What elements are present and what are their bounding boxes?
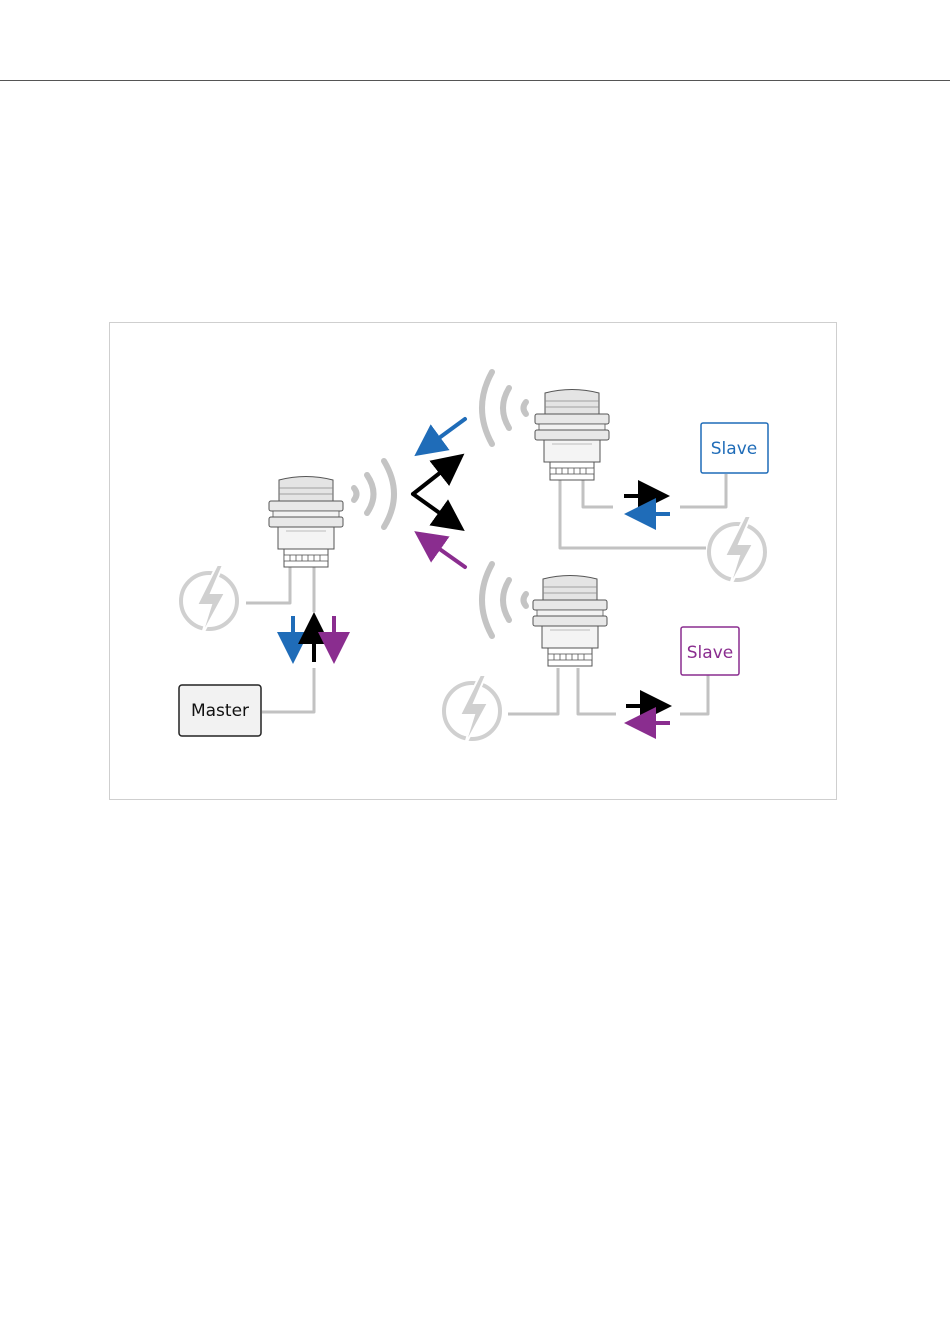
master-box: Master: [179, 685, 261, 736]
power-cable-bottom: [508, 668, 558, 714]
signal-cable-bottom-right: [680, 675, 708, 714]
wireless-gateway-device-icon: [269, 477, 343, 568]
slave-box-top: Slave: [701, 423, 768, 473]
lightning-bolt-icon: [444, 675, 500, 747]
signal-cable-master-bottom: [262, 668, 314, 712]
radio-waves-icon: [482, 372, 526, 444]
master-label: Master: [191, 701, 249, 721]
radio-waves-icon: [482, 564, 526, 636]
slave-top-label: Slave: [711, 439, 757, 459]
power-cable-master: [246, 566, 290, 603]
wireless-gateway-device-icon: [533, 576, 607, 667]
lightning-bolt-icon: [181, 565, 237, 637]
signal-cable-bottom-left: [578, 668, 616, 714]
broadcast-arrows: [413, 461, 455, 524]
slave-bottom-label: Slave: [687, 643, 733, 663]
response-arrow-purple: [424, 538, 465, 567]
signal-cable-top-right: [680, 474, 726, 507]
slave-box-bottom: Slave: [681, 627, 739, 675]
response-arrow-blue: [424, 419, 465, 449]
lightning-bolt-icon: [709, 516, 765, 588]
wireless-gateway-device-icon: [535, 390, 609, 481]
signal-cable-top-left: [583, 480, 613, 507]
radio-waves-icon: [354, 461, 394, 527]
